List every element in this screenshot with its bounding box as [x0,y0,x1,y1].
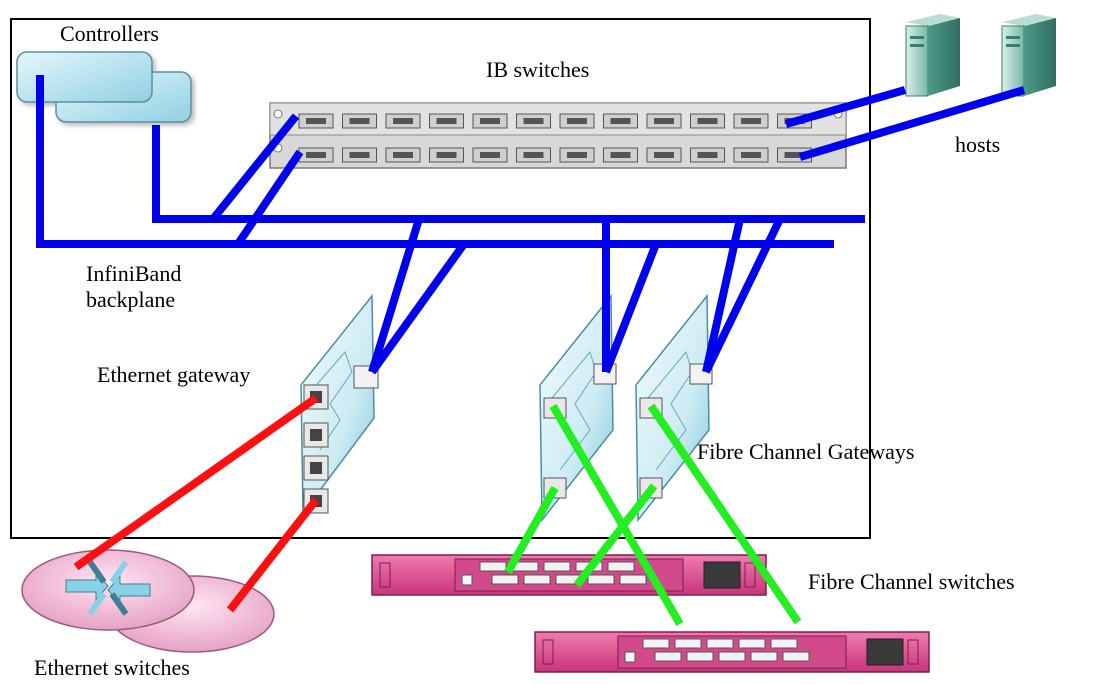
fc-port [619,574,647,585]
infiniband-backplane-bus [36,75,834,248]
fc-port [674,638,702,649]
fc-port [479,561,507,572]
infiniband-label-line2: backplane [86,287,176,312]
fc-switches-label: Fibre Channel switches [808,569,1015,594]
controllers-label: Controllers [60,21,159,46]
fc-port [738,638,766,649]
fc-port [706,638,734,649]
ib-switch-icon [269,102,847,169]
fc-port [543,561,571,572]
ethernet-gateway-label: Ethernet gateway [97,362,251,387]
fc-port [782,651,810,662]
fc-port [491,574,519,585]
host-server-icon [1001,14,1056,97]
fc-switch-icon [371,554,767,596]
hosts-label: hosts [955,132,1001,157]
fc-port [523,574,551,585]
chassis-frame [10,18,871,539]
infiniband-label-line1: InfiniBand [86,261,182,286]
ethernet-links [73,394,320,613]
fc-port [770,638,798,649]
fc-port [587,574,615,585]
fc-gateways-label: Fibre Channel Gateways [697,439,915,464]
fc-switch-icon [534,631,930,673]
fc-port [642,638,670,649]
infiniband-links [36,75,1026,375]
ethernet-gateway-icon [300,293,379,516]
fc-port [654,651,682,662]
fc-port [718,651,746,662]
fc-gateway-icon [635,293,713,523]
ethernet-switch-icon [21,549,275,653]
fc-port [750,651,778,662]
controller-icon [16,51,192,123]
fibre-channel-links [504,403,802,627]
fc-port [686,651,714,662]
host-server-icon [905,14,960,97]
ethernet-switches-label: Ethernet switches [34,655,190,680]
fc-port [607,561,635,572]
ib-switches-label: IB switches [486,57,590,82]
infiniband-backplane-bus [152,125,865,223]
